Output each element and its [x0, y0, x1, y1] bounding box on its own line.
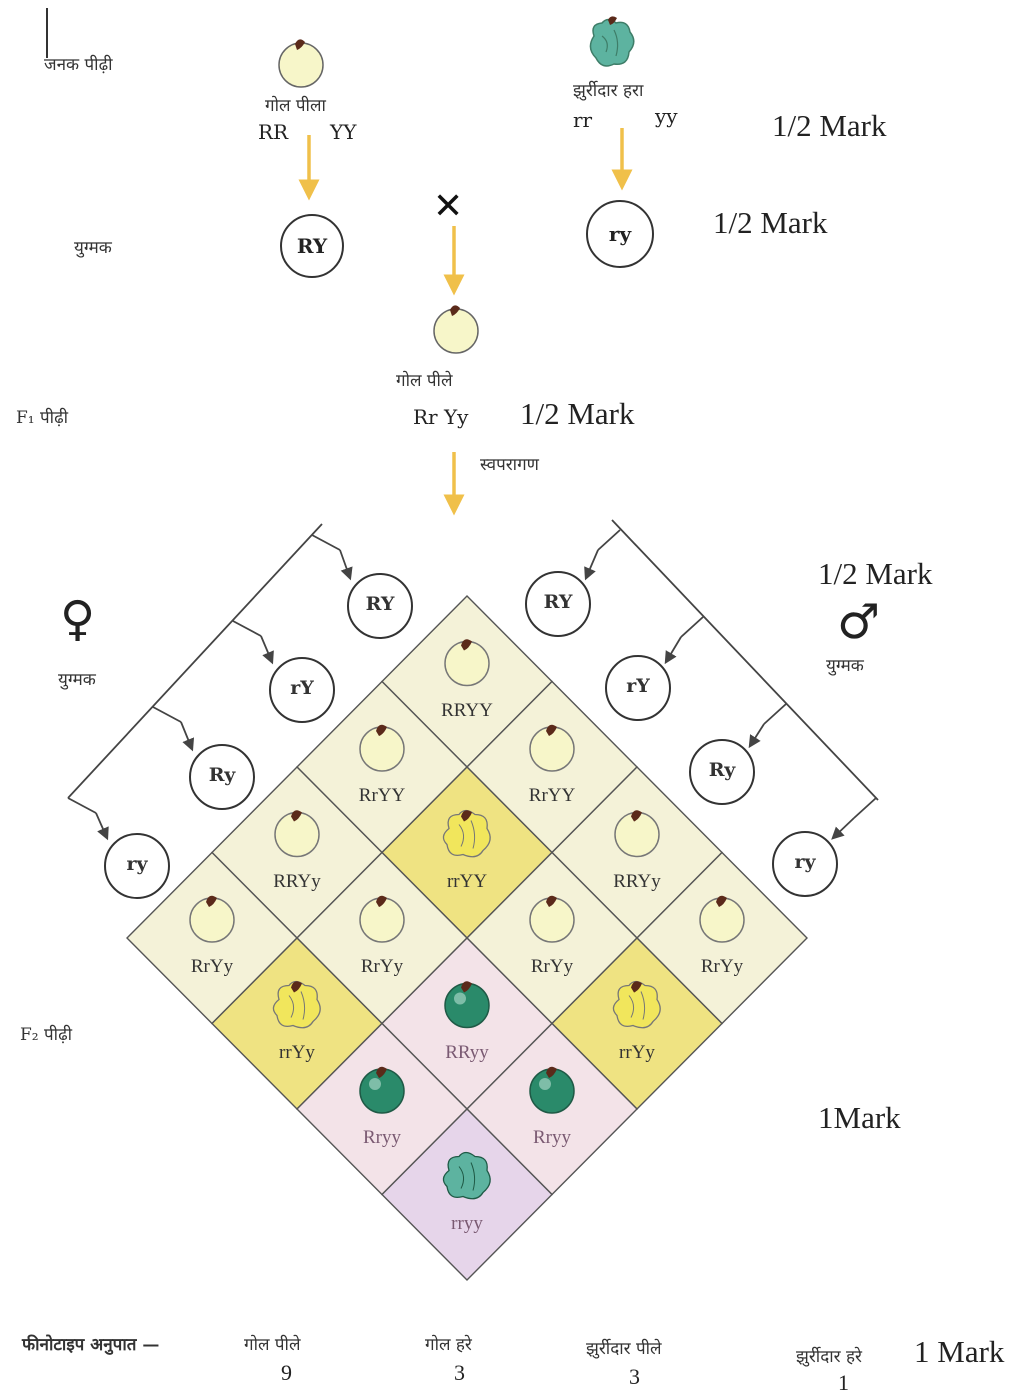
- cross-symbol: ✕: [433, 186, 464, 227]
- round-yellow-seed-icon: [444, 639, 490, 687]
- punnett-cell-genotype: RrYy: [530, 956, 574, 977]
- round-green-seed-icon: [529, 1066, 575, 1114]
- parent-right-genotype-yy: yy: [655, 104, 678, 128]
- wrinkled-green-seed-icon: [442, 1151, 491, 1200]
- male-gamete-circle: [605, 655, 671, 721]
- wrinkled-yellow-seed-icon: [612, 980, 661, 1029]
- gamete-row-label: युग्मक: [74, 238, 112, 258]
- parent-gamete-ry: ry: [586, 200, 654, 268]
- punnett-cell-genotype: rryy: [451, 1212, 483, 1234]
- ratio-name-wrinkled-yellow: झुर्रीदार पीले: [586, 1339, 662, 1359]
- self-pollination-label: स्वपरागण: [480, 455, 539, 475]
- punnett-cell-genotype: RRyy: [445, 1041, 489, 1063]
- female-gamete-circle: [269, 657, 335, 723]
- punnett-cell-genotype: rrYy: [619, 1041, 655, 1063]
- female-gamete-circle: [104, 833, 170, 899]
- ratio-value-round-green: 3: [454, 1360, 465, 1385]
- mark-label-2: 1/2 Mark: [713, 205, 828, 240]
- round-yellow-seed-icon: [278, 39, 324, 88]
- parent-left-phenotype: गोल पीला: [265, 96, 326, 116]
- punnett-cell-genotype: RrYY: [358, 785, 406, 806]
- mark-label-6: 1 Mark: [914, 1334, 1005, 1369]
- female-gamete-circle: [189, 744, 255, 810]
- ratio-name-wrinkled-green: झुर्रीदार हरे: [796, 1347, 862, 1367]
- punnett-cell-genotype: RRYY: [441, 699, 493, 721]
- male-gamete-label: Ry: [708, 759, 736, 781]
- wrinkled-yellow-seed-icon: [442, 809, 491, 858]
- round-green-seed-icon: [359, 1066, 405, 1114]
- mark-label-1: 1/2 Mark: [772, 108, 887, 143]
- wrinkled-yellow-seed-icon: [272, 980, 321, 1029]
- punnett-cell-genotype: RrYy: [190, 956, 234, 977]
- male-gamete-label: rY: [626, 675, 650, 697]
- parent-gamete-RY: RY: [280, 214, 344, 278]
- ratio-value-wrinkled-green: 1: [838, 1370, 849, 1395]
- ratio-value-wrinkled-yellow: 3: [629, 1364, 640, 1389]
- punnett-cell-genotype: RrYY: [528, 785, 576, 806]
- male-gamete-label: युग्मक: [826, 656, 864, 676]
- parent-generation-label: जनक पीढ़ी: [44, 55, 113, 75]
- punnett-cell-genotype: rrYy: [279, 1041, 315, 1063]
- f1-round-yellow-seed-icon: [433, 305, 479, 354]
- female-gamete-label: युग्मक: [58, 670, 96, 690]
- punnett-cell-genotype: rrYY: [446, 870, 488, 892]
- male-gamete-circle: [525, 571, 591, 637]
- punnett-cell-genotype: RRYy: [273, 870, 321, 892]
- male-symbol-icon: ♂: [837, 594, 881, 650]
- male-gamete-circle: [772, 831, 838, 897]
- round-green-seed-icon: [444, 981, 490, 1029]
- inheritance-arrows: [298, 128, 633, 516]
- round-yellow-seed-icon: [359, 895, 405, 943]
- female-gamete-label: Ry: [208, 764, 236, 786]
- female-gamete-label: ry: [126, 853, 148, 875]
- ratio-value-round-yellow: 9: [281, 1360, 292, 1385]
- mark-label-5: 1Mark: [818, 1100, 901, 1135]
- f1-generation-label: F₁ पीढ़ी: [16, 408, 69, 428]
- punnett-cell-genotype: Rryy: [363, 1127, 401, 1148]
- male-gamete-label: RY: [543, 591, 573, 613]
- parent-bracket: [46, 8, 48, 58]
- punnett-cell-genotype: RrYy: [700, 956, 744, 977]
- punnett-cell-genotype: RRYy: [613, 870, 661, 892]
- female-gamete-circle: [347, 573, 413, 639]
- parent-right-genotype-rr: rr: [573, 108, 593, 132]
- parent-left-genotype-yy: YY: [330, 120, 357, 144]
- round-yellow-seed-icon: [529, 895, 575, 943]
- ratio-name-round-yellow: गोल पीले: [244, 1335, 301, 1355]
- female-gamete-label: RY: [365, 593, 395, 615]
- mark-label-4: 1/2 Mark: [818, 556, 933, 591]
- mark-label-3: 1/2 Mark: [520, 396, 635, 431]
- wrinkled-green-seed-icon: [589, 16, 635, 67]
- male-gamete-circle: [689, 739, 755, 805]
- female-symbol-icon: ♀: [60, 591, 96, 647]
- parent-left-genotype-rr: RR: [258, 120, 289, 144]
- punnett-cell-genotype: RrYy: [360, 956, 404, 977]
- ratio-name-round-green: गोल हरे: [425, 1335, 472, 1355]
- round-yellow-seed-icon: [189, 895, 235, 943]
- phenotype-ratio-label: फीनोटाइप अनुपात —: [22, 1335, 160, 1355]
- male-gamete-label: ry: [794, 851, 816, 873]
- f1-phenotype: गोल पीले: [396, 371, 453, 391]
- parent-right-phenotype: झुर्रीदार हरा: [573, 81, 644, 101]
- female-gamete-label: rY: [290, 677, 314, 699]
- round-yellow-seed-icon: [274, 810, 320, 858]
- f2-generation-label: F₂ पीढ़ी: [20, 1025, 73, 1045]
- round-yellow-seed-icon: [614, 810, 660, 858]
- f1-genotype: Rr Yy: [413, 405, 469, 429]
- punnett-cell-genotype: Rryy: [533, 1127, 571, 1148]
- round-yellow-seed-icon: [529, 724, 575, 772]
- round-yellow-seed-icon: [699, 895, 745, 943]
- round-yellow-seed-icon: [359, 724, 405, 772]
